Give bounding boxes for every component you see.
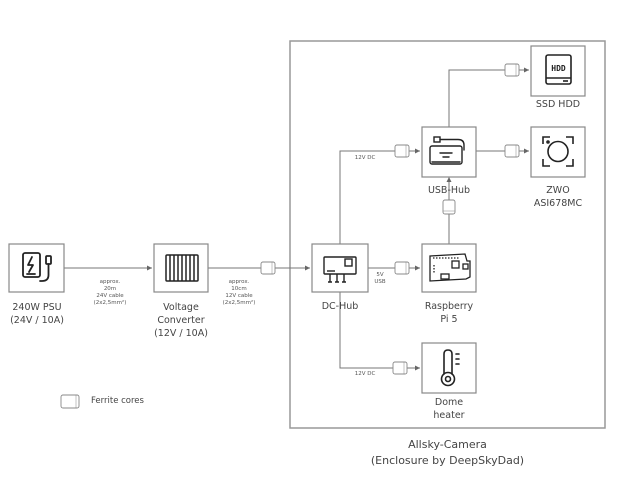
thermometer-icon xyxy=(440,349,460,387)
raspberry-pi-icon xyxy=(429,253,471,282)
ferrite-core xyxy=(504,144,520,158)
hdd-icon xyxy=(545,54,572,85)
cable-label-line: 12V cable xyxy=(225,293,253,299)
rpi-label-line1: Raspberry xyxy=(424,301,474,312)
cable-label-line: 10cm xyxy=(231,286,247,292)
enclosure-caption: Allsky-Camera (Enclosure by DeepSkyDad) xyxy=(340,437,555,469)
converter-label-line1: Voltage xyxy=(163,302,199,313)
legend-ferrite-icon xyxy=(60,394,80,409)
edge-dchub-usbhub xyxy=(339,148,420,244)
dchub-label-line1: DC-Hub xyxy=(321,301,359,312)
psu-label-line1: 240W PSU xyxy=(12,302,62,313)
converter-box xyxy=(153,243,209,293)
camera-icon xyxy=(542,136,574,167)
enclosure-caption-line1: Allsky-Camera xyxy=(408,438,487,451)
cable-label-line: approx. xyxy=(228,279,250,285)
enclosure-box xyxy=(289,40,606,429)
cable-label-line: (2x2,5mm²) xyxy=(93,300,127,306)
heater-label-line2: heater xyxy=(433,410,465,421)
cable-label-line: (2x2,5mm²) xyxy=(222,300,256,306)
psu-label-line2: (24V / 10A) xyxy=(10,315,64,326)
power-supply-icon xyxy=(22,252,52,282)
enclosure-caption-line2: (Enclosure by DeepSkyDad) xyxy=(370,454,525,467)
cable-label-line: USB xyxy=(374,279,386,285)
camera-label-line1: ZWO xyxy=(546,185,570,196)
dchub-label: DC-Hub xyxy=(300,300,380,313)
ferrite-core xyxy=(394,144,410,158)
dchub-rpi-cable-label: 5V USB xyxy=(370,272,390,286)
cable-label-line: 5V xyxy=(376,272,384,278)
cable-label-line: approx. xyxy=(99,279,121,285)
ferrite-core xyxy=(394,261,410,275)
camera-box xyxy=(530,126,586,178)
rpi-box xyxy=(421,243,477,293)
psu-label: 240W PSU (24V / 10A) xyxy=(0,301,74,327)
usbhub-label: USB-Hub xyxy=(409,184,489,197)
ferrite-core xyxy=(392,361,408,375)
ssd-label: SSD HDD xyxy=(518,98,598,111)
voltage-converter-icon xyxy=(165,254,199,282)
dc-hub-icon xyxy=(323,256,357,283)
cable-label-line: 20m xyxy=(103,286,117,292)
psu-converter-cable-label: approx. 20m 24V cable (2x2,5mm²) xyxy=(84,279,136,307)
rpi-label: Raspberry Pi 5 xyxy=(409,300,489,326)
usbhub-box xyxy=(421,126,477,178)
legend-ferrite-label: Ferrite cores xyxy=(91,396,144,406)
usb-hub-icon xyxy=(429,136,465,165)
heater-label-line1: Dome xyxy=(434,397,464,408)
ssd-label-line1: SSD HDD xyxy=(535,99,581,110)
dchub-usbhub-cable-label: 12V DC xyxy=(354,155,376,161)
camera-label: ZWO ASI678MC xyxy=(518,184,598,210)
heater-label: Dome heater xyxy=(409,396,489,422)
rpi-label-line2: Pi 5 xyxy=(440,314,458,325)
converter-label-line2: Converter xyxy=(157,315,205,326)
psu-box xyxy=(8,243,65,293)
ferrite-core xyxy=(260,261,276,275)
cable-label-line: 24V cable xyxy=(96,293,124,299)
ferrite-core xyxy=(442,199,456,215)
hdd-icon-text: HDD xyxy=(551,64,566,73)
converter-label: Voltage Converter (12V / 10A) xyxy=(142,301,220,340)
camera-label-line2: ASI678MC xyxy=(533,198,583,209)
usbhub-label-line1: USB-Hub xyxy=(427,185,471,196)
converter-label-line3: (12V / 10A) xyxy=(154,328,208,339)
converter-dchub-cable-label: approx. 10cm 12V cable (2x2,5mm²) xyxy=(213,279,265,307)
ferrite-core xyxy=(504,63,520,77)
edge-usbhub-ssd xyxy=(448,67,529,127)
dchub-box xyxy=(311,243,369,293)
dchub-heater-cable-label: 12V DC xyxy=(354,371,376,377)
